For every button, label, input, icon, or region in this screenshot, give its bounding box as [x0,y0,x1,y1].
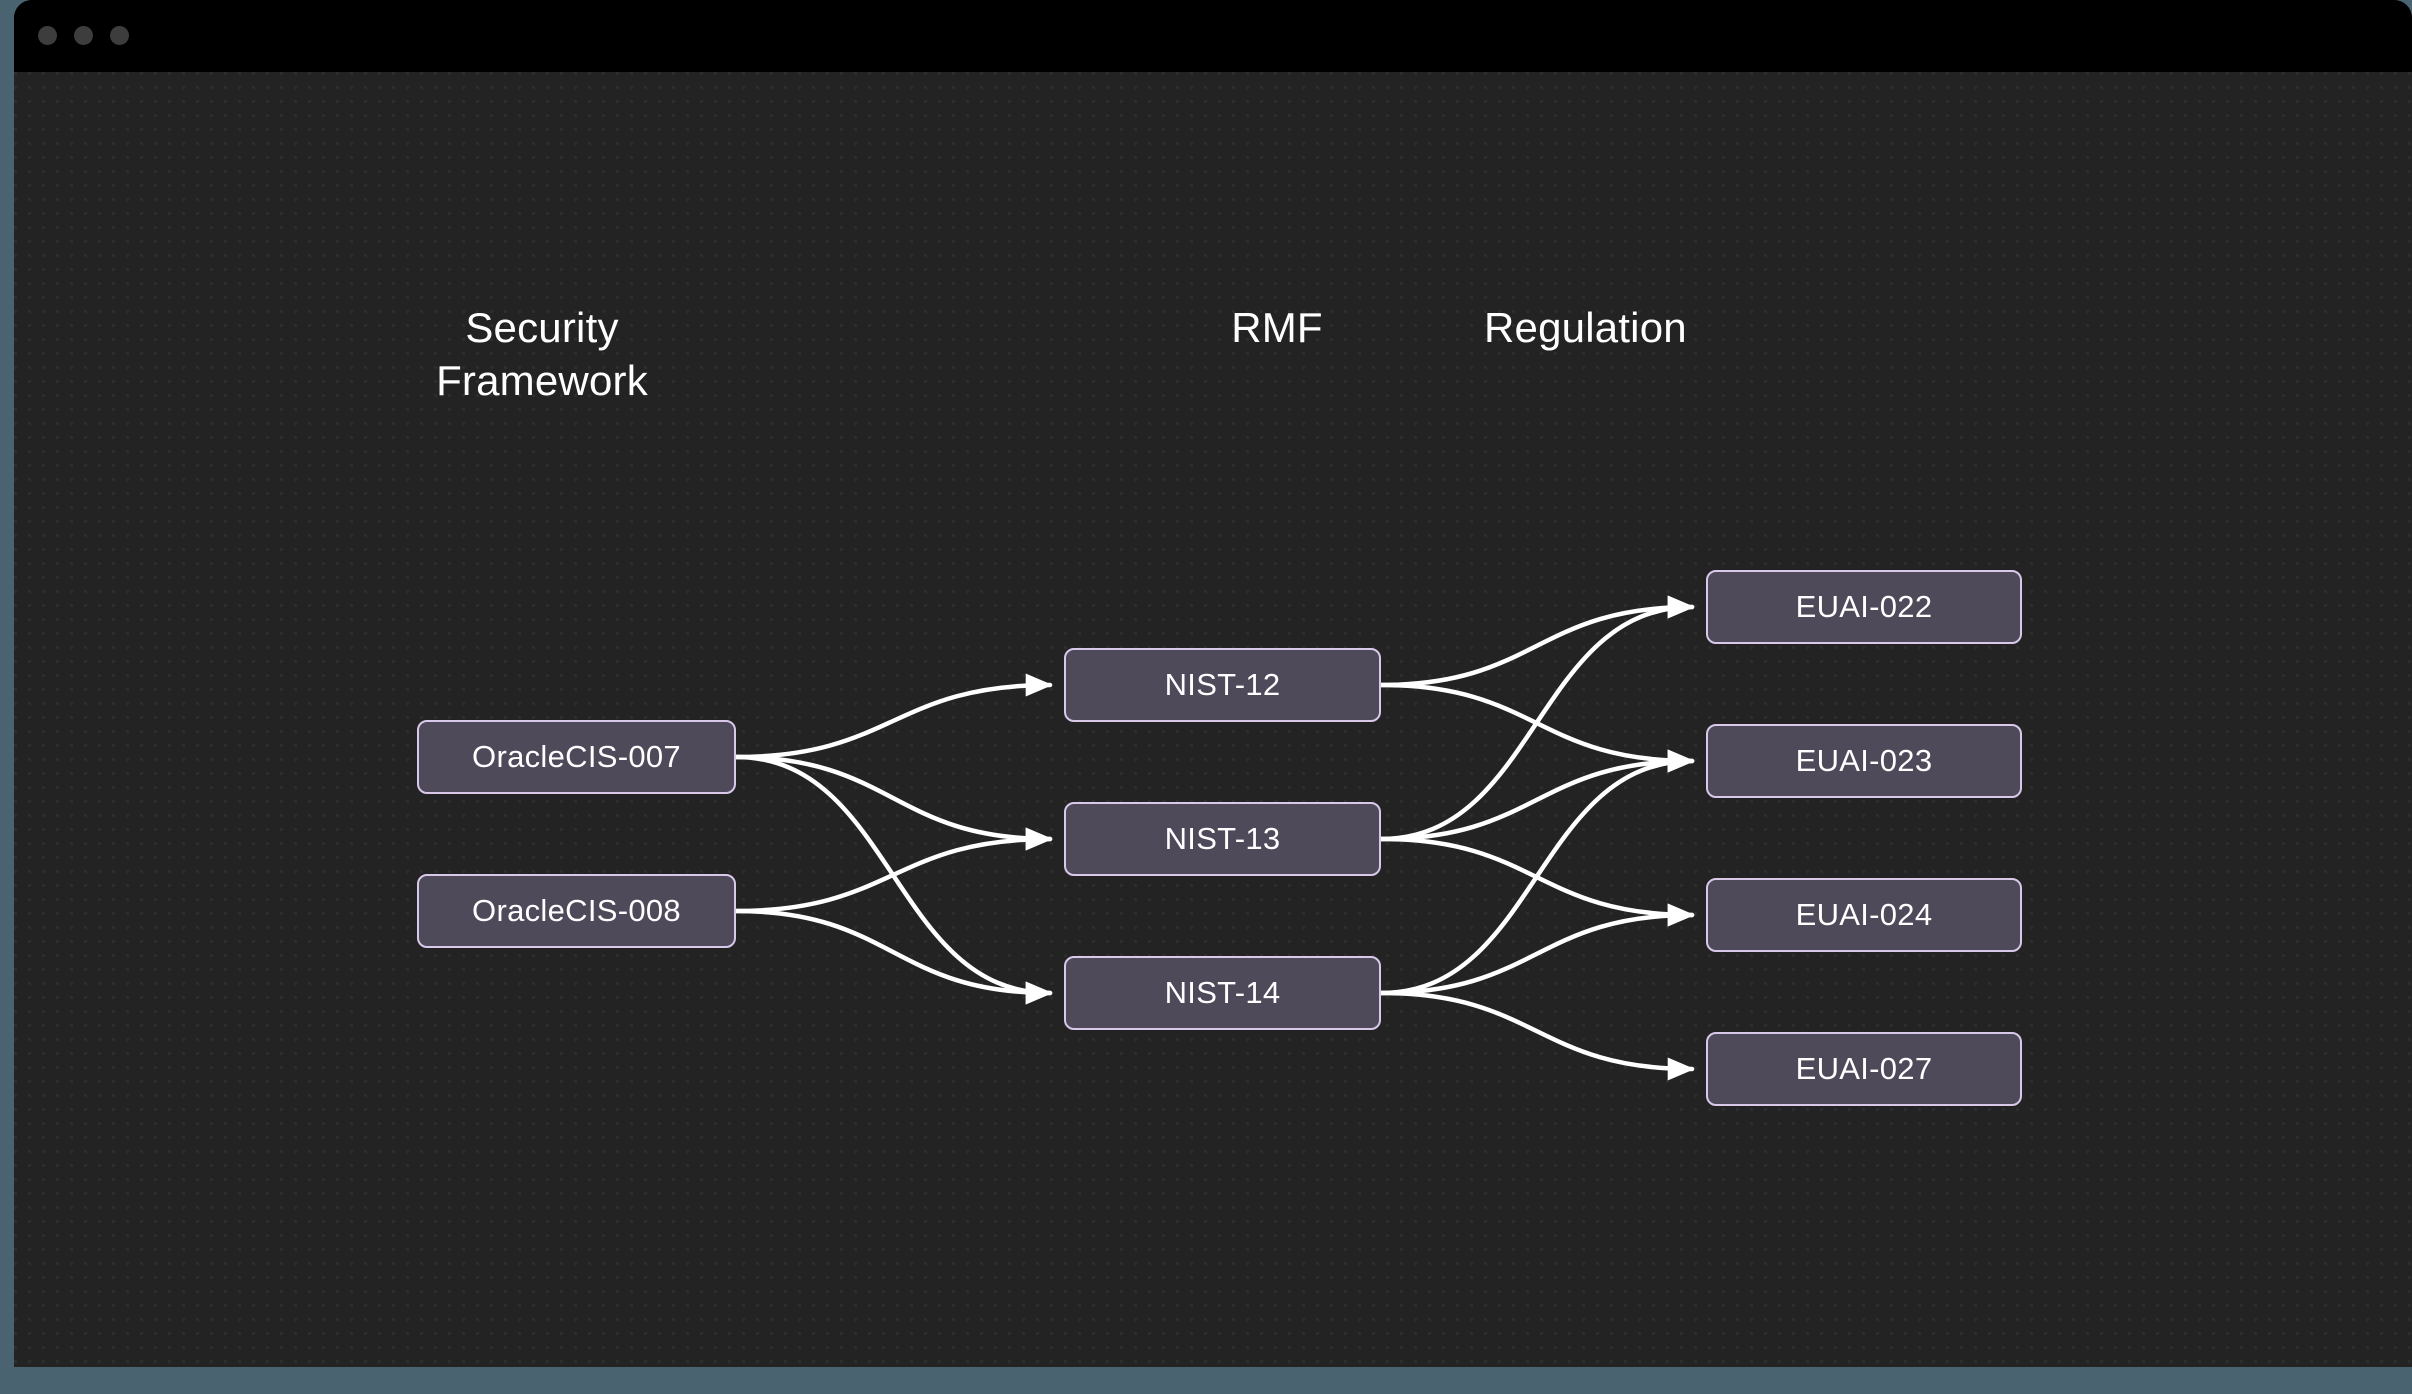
close-dot-icon[interactable] [38,26,57,45]
traffic-light-group [38,26,129,45]
node-label: NIST-13 [1164,821,1281,856]
edge-nist-13-to-euai-022 [1378,595,1695,842]
node-label: NIST-12 [1164,667,1281,702]
column-header-security-framework: Security Framework [436,304,648,404]
node-label: EUAI-023 [1795,743,1933,778]
edge-oraclecis-007-to-nist-13 [733,754,1053,851]
edge-oraclecis-007-to-nist-12 [733,673,1053,760]
node-euai-023[interactable]: EUAI-023 [1706,724,2022,798]
node-oraclecis-007[interactable]: OracleCIS-007 [417,720,736,794]
node-label: EUAI-024 [1795,897,1933,932]
node-label: EUAI-027 [1795,1051,1933,1086]
window-titlebar [14,0,2412,72]
node-nist-13[interactable]: NIST-13 [1064,802,1381,876]
node-oraclecis-008[interactable]: OracleCIS-008 [417,874,736,948]
node-euai-022[interactable]: EUAI-022 [1706,570,2022,644]
node-nist-12[interactable]: NIST-12 [1064,648,1381,722]
diagram-canvas[interactable]: Security Framework RMF Regulation Oracle… [14,72,2412,1367]
maximize-dot-icon[interactable] [110,26,129,45]
node-label: OracleCIS-008 [472,893,681,928]
edge-nist-12-to-euai-022 [1378,595,1695,688]
edge-oraclecis-007-to-nist-14 [733,754,1053,1005]
node-euai-027[interactable]: EUAI-027 [1706,1032,2022,1106]
edge-nist-14-to-euai-023 [1378,749,1695,996]
node-label: NIST-14 [1164,975,1281,1010]
edge-nist-13-to-euai-023 [1378,749,1695,842]
node-label: OracleCIS-007 [472,739,681,774]
node-label: EUAI-022 [1795,589,1933,624]
node-nist-14[interactable]: NIST-14 [1064,956,1381,1030]
edge-nist-14-to-euai-027 [1378,990,1695,1081]
edge-nist-14-to-euai-024 [1378,903,1695,996]
column-header-rmf: RMF [1231,304,1323,351]
app-window: Security Framework RMF Regulation Oracle… [14,0,2412,1367]
node-euai-024[interactable]: EUAI-024 [1706,878,2022,952]
edge-nist-13-to-euai-024 [1378,836,1695,927]
column-header-regulation: Regulation [1484,304,1687,351]
edge-oraclecis-008-to-nist-13 [733,827,1053,914]
edge-nist-12-to-euai-023 [1378,682,1695,773]
minimize-dot-icon[interactable] [74,26,93,45]
flow-area: Security Framework RMF Regulation Oracle… [14,72,2412,1367]
edge-oraclecis-008-to-nist-14 [733,908,1053,1005]
